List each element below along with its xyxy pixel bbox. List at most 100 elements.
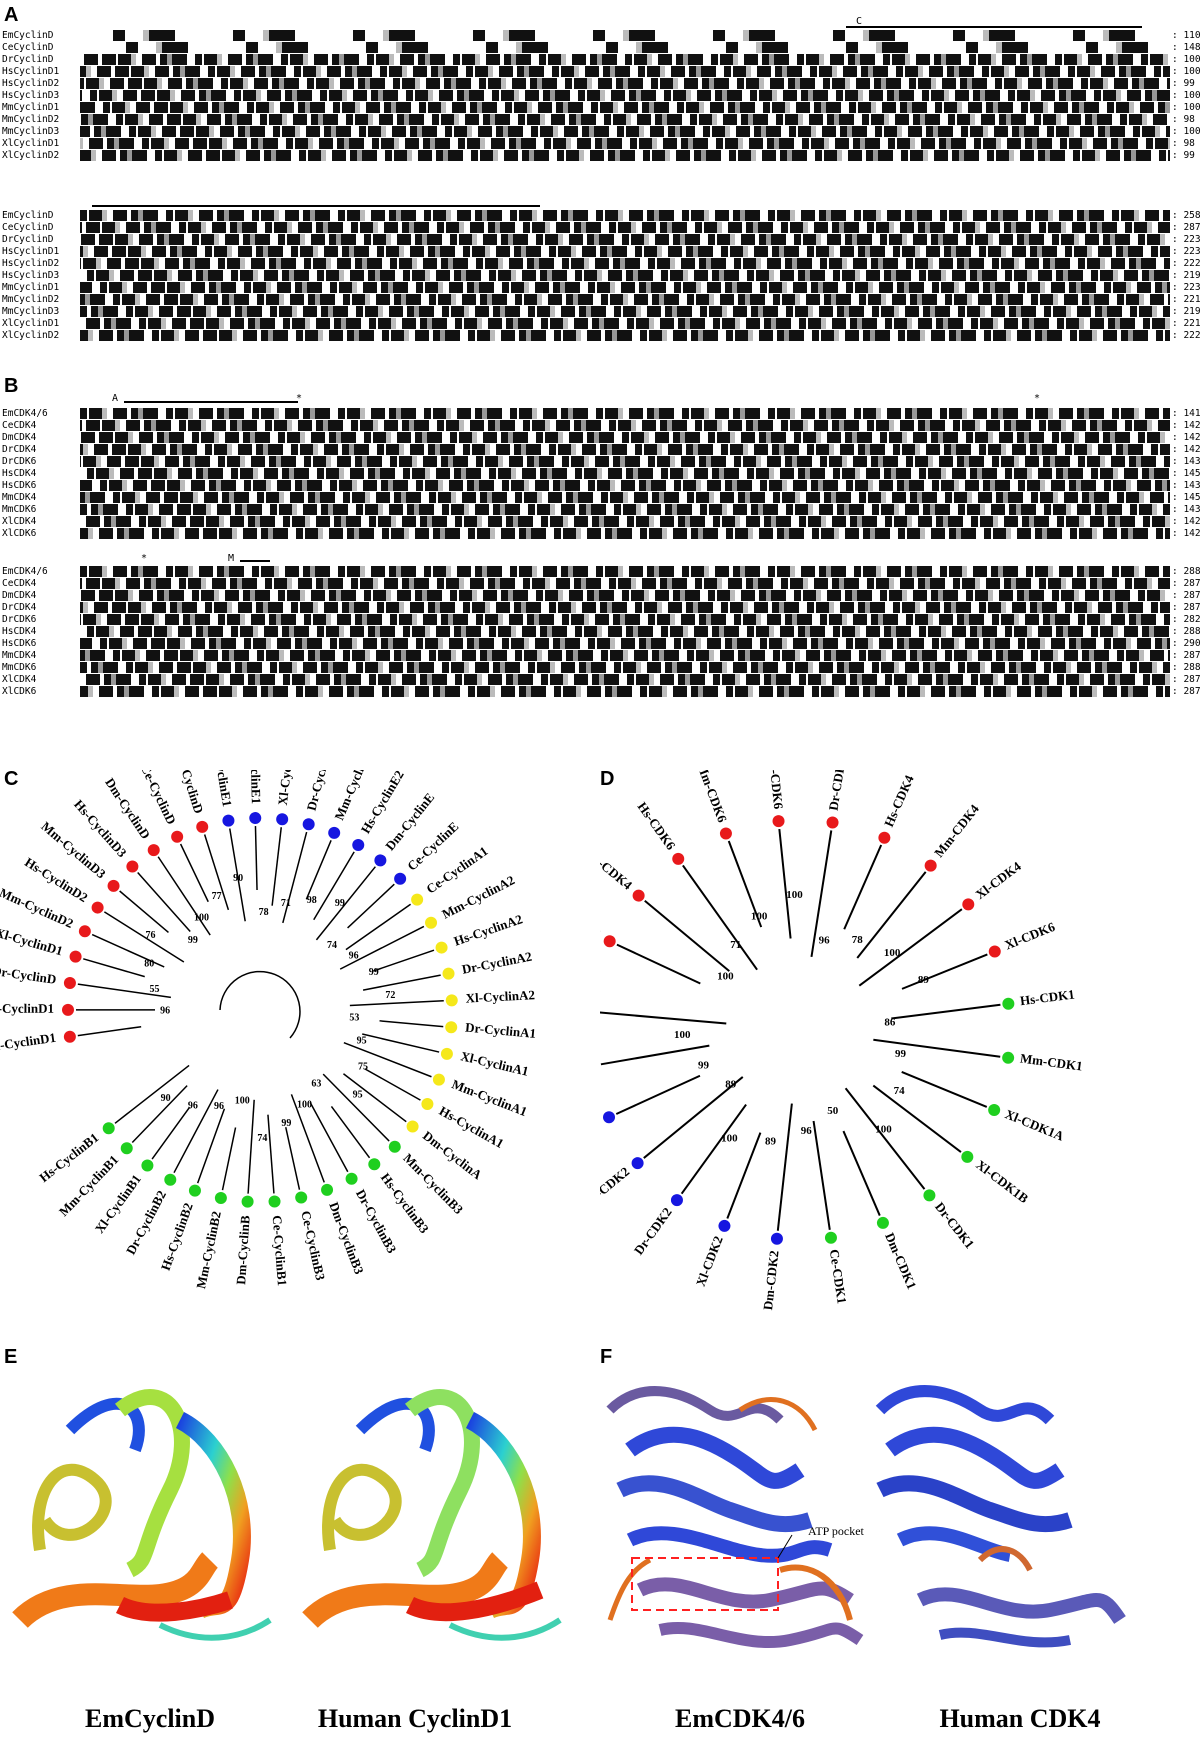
leaf-label: Ce-CyclinB3: [298, 1209, 328, 1282]
bootstrap-value: 89: [765, 1135, 777, 1147]
tree-branch: [285, 1127, 301, 1190]
leaf-dot: [672, 852, 685, 865]
leaf-label: Dm-CDK2: [760, 1250, 781, 1311]
sequence-residues: [80, 30, 1170, 41]
bootstrap-value: 74: [327, 940, 337, 951]
leaf-label: Hs-CDK4: [881, 772, 917, 829]
sequence-length: : 100: [1172, 90, 1200, 101]
leaf-label: Ce-CDK4: [600, 846, 636, 893]
sequence-name: MmCDK4: [2, 650, 37, 661]
sequence-name: XlCyclinD2: [2, 150, 60, 161]
sequence-residues: [80, 318, 1170, 329]
alignment-row: XlCDK6: 142: [0, 528, 1200, 539]
panel-a-letter: A: [4, 4, 19, 26]
bootstrap-value: 75: [358, 1062, 368, 1073]
sequence-length: : 99: [1172, 150, 1195, 161]
alignment-row: EmCDK4/6: 288: [0, 566, 1200, 577]
tree-branch: [282, 831, 308, 924]
sequence-length: : 287: [1172, 578, 1200, 589]
sequence-length: : 142: [1172, 420, 1200, 431]
sequence-length: : 282: [1172, 614, 1200, 625]
bootstrap-value: 99: [335, 898, 345, 909]
sequence-length: : 141: [1172, 408, 1200, 419]
alignment-row: DmCDK4: 142: [0, 432, 1200, 443]
atp-pocket-label: ATP pocket: [808, 1524, 864, 1538]
bootstrap-value: 95: [353, 1089, 363, 1100]
sequence-length: : 100: [1172, 102, 1200, 113]
sequence-residues: [80, 614, 1170, 625]
motif-a-bar: [124, 401, 298, 403]
alignment-row: CeCDK4: 142: [0, 420, 1200, 431]
leaf-dot: [295, 1191, 308, 1204]
bootstrap-value: 98: [307, 895, 317, 906]
leaf-dot: [826, 816, 839, 829]
sequence-length: : 142: [1172, 432, 1200, 443]
sequence-name: MmCDK4: [2, 492, 37, 503]
leaf-dot: [120, 1142, 133, 1155]
sequence-name: HsCyclinD1: [2, 66, 60, 77]
leaf-dot: [878, 831, 891, 844]
alignment-row: DrCDK4: 287: [0, 602, 1200, 613]
sequence-residues: [80, 504, 1170, 515]
leaf-label: Xl-CyclinA1: [459, 1048, 530, 1078]
leaf-label: Xl-CDK2: [693, 1234, 726, 1289]
sequence-residues: [80, 662, 1170, 673]
sequence-residues: [80, 528, 1170, 539]
sequence-length: : 287: [1172, 674, 1200, 685]
sequence-residues: [80, 222, 1170, 233]
tree-branch: [891, 1003, 1001, 1020]
leaf-dot: [770, 1232, 783, 1245]
tree-branch: [103, 911, 185, 963]
tree-branch: [600, 1044, 710, 1066]
bootstrap-value: 95: [357, 1036, 367, 1047]
sequence-name: DrCDK6: [2, 456, 37, 467]
alignment-row: HsCyclinD3: 100: [0, 90, 1200, 101]
alignment-row: HsCyclinD1: 223: [0, 246, 1200, 257]
leaf-dot: [440, 1047, 453, 1060]
tree-branch: [313, 851, 355, 921]
sequence-length: : 222: [1172, 258, 1200, 269]
sequence-residues: [80, 602, 1170, 613]
alignment-row: DrCyclinD: 100: [0, 54, 1200, 65]
bootstrap-value: 74: [894, 1085, 906, 1097]
leaf-label: Mm-CyclinB2: [193, 1210, 224, 1290]
tree-branch: [179, 843, 209, 903]
leaf-dot: [394, 872, 407, 885]
tree-root-arc: [219, 970, 301, 1039]
leaf-dot: [603, 1111, 616, 1124]
alignment-row: HsCDK6: 290: [0, 638, 1200, 649]
sequence-residues: [80, 114, 1170, 125]
bootstrap-value: 99: [369, 967, 379, 978]
motif-m-bar: [240, 560, 270, 562]
helix-c-label: C: [856, 16, 863, 27]
bootstrap-value: 100: [721, 1132, 738, 1144]
sequence-length: : 145: [1172, 468, 1200, 479]
sequence-name: EmCDK4/6: [2, 566, 48, 577]
sequence-length: : 287: [1172, 590, 1200, 601]
sequence-name: XlCDK6: [2, 528, 37, 539]
sequence-residues: [80, 234, 1170, 245]
sequence-length: : 287: [1172, 602, 1200, 613]
tree-branch: [901, 953, 988, 990]
alignment-row: CeCDK4: 287: [0, 578, 1200, 589]
tree-branch: [322, 1073, 390, 1142]
sequence-residues: [80, 282, 1170, 293]
sequence-residues: [80, 330, 1170, 341]
bootstrap-value: 99: [188, 935, 198, 946]
bootstrap-value: 100: [717, 971, 734, 983]
leaf-label: Dr-CyclinE: [303, 770, 334, 812]
tree-branch: [305, 840, 332, 900]
bootstrap-value: 100: [786, 889, 803, 901]
sequence-residues: [80, 516, 1170, 527]
tree-branch: [776, 1103, 793, 1231]
tree-branch: [330, 1105, 371, 1159]
sequence-length: : 288: [1172, 626, 1200, 637]
sequence-length: : 143: [1172, 504, 1200, 515]
sequence-name: EmCyclinD: [2, 210, 54, 221]
bootstrap-value: 86: [884, 1016, 896, 1028]
alignment-row: XlCyclinD1: 98: [0, 138, 1200, 149]
motif-m-label: M: [228, 553, 235, 564]
bootstrap-value: 90: [161, 1093, 171, 1104]
bootstrap-value: 99: [281, 1118, 291, 1129]
leaf-label: Dr-CyclinA1: [465, 1020, 537, 1041]
